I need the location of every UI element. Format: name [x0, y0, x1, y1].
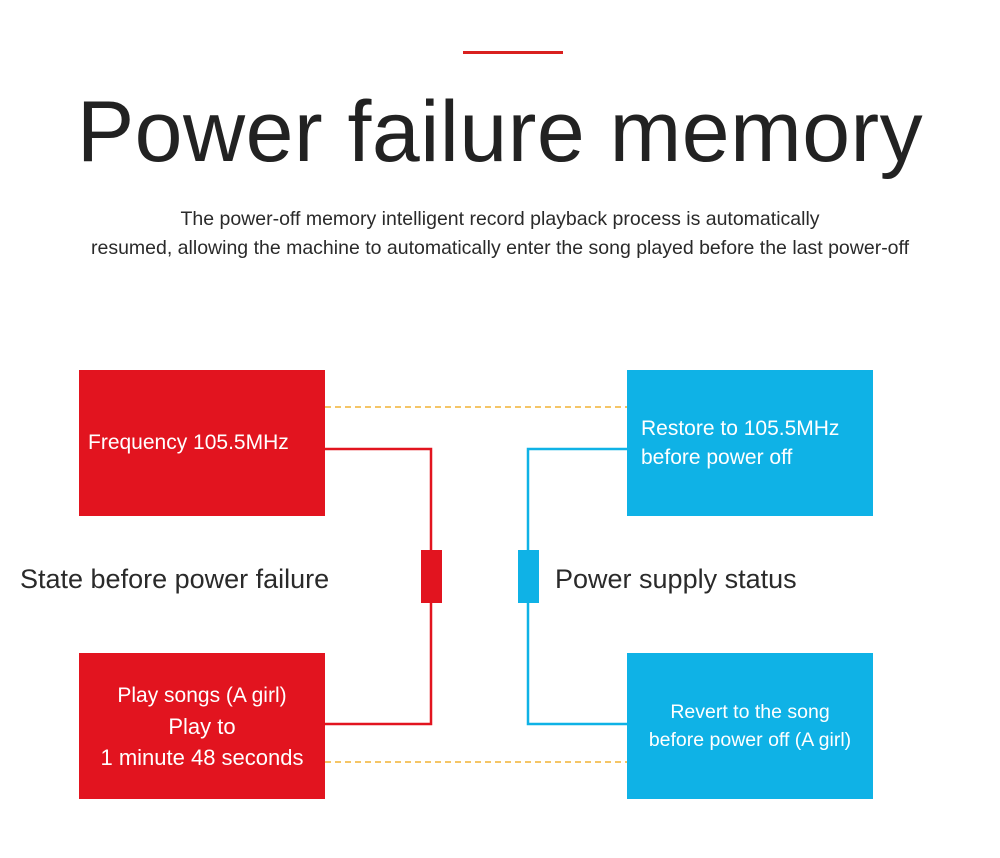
label-power-supply-status: Power supply status — [555, 564, 797, 594]
blue-bracket-marker — [518, 550, 539, 603]
subtitle-line-2: resumed, allowing the machine to automat… — [90, 237, 910, 259]
box-revert: Revert to the song before power off (A g… — [627, 653, 873, 799]
page-title: Power failure memory — [76, 84, 924, 180]
title-accent-bar — [463, 51, 563, 54]
label-state-before-power-failure: State before power failure — [20, 564, 330, 594]
subtitle-line-1: The power-off memory intelligent record … — [180, 208, 820, 230]
box-restore: Restore to 105.5MHz before power off — [627, 370, 873, 516]
box-revert-line-1: Revert to the song — [670, 701, 830, 723]
box-frequency-text: Frequency 105.5MHz — [88, 431, 289, 454]
box-frequency: Frequency 105.5MHz — [79, 370, 325, 516]
box-restore-line-1: Restore to 105.5MHz — [641, 417, 840, 440]
box-play-line-3: 1 minute 48 seconds — [100, 744, 304, 770]
red-bracket-marker — [421, 550, 442, 603]
red-bracket-line — [325, 447, 433, 726]
box-play-line-2: Play to — [168, 713, 236, 739]
box-play-songs: Play songs (A girl) Play to 1 minute 48 … — [79, 653, 325, 799]
box-revert-line-2: before power off (A girl) — [648, 729, 852, 751]
box-restore-line-2: before power off — [641, 446, 793, 469]
subtitle: The power-off memory intelligent record … — [0, 205, 1000, 263]
box-play-line-1: Play songs (A girl) — [117, 683, 287, 707]
